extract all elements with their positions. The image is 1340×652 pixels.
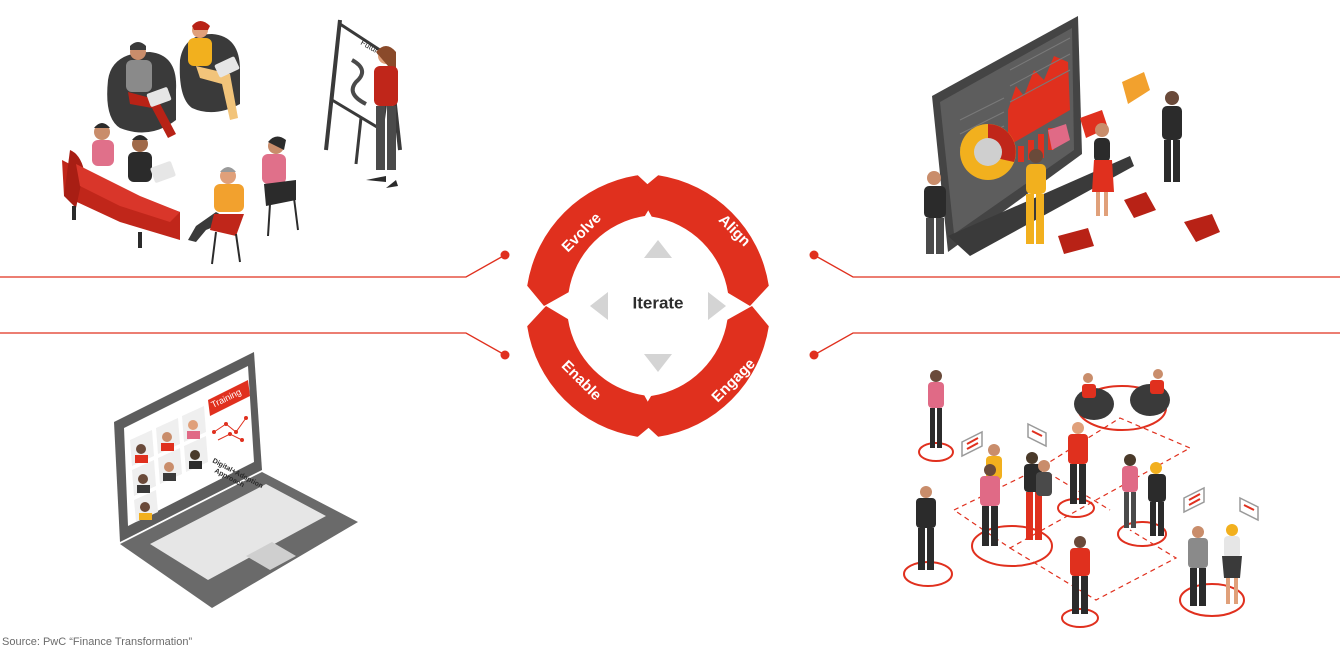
- cycle-ring: [527, 175, 769, 437]
- connector-dot-bottom-right: [809, 350, 819, 360]
- person-red-jacket: [1068, 422, 1088, 504]
- direction-arrows: [590, 240, 726, 372]
- beanbag-group: [1074, 369, 1170, 420]
- person-pair-right: [1122, 454, 1166, 536]
- red-sofa: [62, 150, 180, 248]
- cycle-segment-engage: [638, 306, 769, 437]
- person-red-dress: [1092, 123, 1114, 216]
- arrow-up-icon: [644, 240, 672, 258]
- people-network-illustration: [903, 369, 1259, 628]
- cycle-segment-enable: [527, 306, 658, 437]
- source-note: Source: PwC “Finance Transformation”: [2, 636, 193, 648]
- connector-bottom-left: [0, 332, 506, 356]
- person-presenter: [366, 46, 398, 188]
- person-black-shirt: [128, 135, 176, 183]
- connector-top-left: [0, 254, 506, 278]
- connector-dot-bottom-left: [500, 350, 510, 360]
- screen-grid: [959, 37, 1071, 149]
- person-pink-top: [928, 370, 944, 448]
- team-workshop-illustration: Future: [62, 19, 402, 265]
- person-grey-shirt: [126, 42, 176, 138]
- laptop-training-illustration: Training Digital+Adoption Approach: [114, 352, 358, 608]
- person-group-center: [980, 444, 1052, 546]
- cycle-center-label: Iterate: [632, 293, 683, 312]
- connector-dot-top-right: [809, 250, 819, 260]
- person-red-shirt-seated: [262, 136, 299, 237]
- connector-lines: [0, 254, 1340, 356]
- chat-bubble-icon: [961, 430, 983, 458]
- connector-bottom-right: [813, 332, 1340, 356]
- chat-bubble-icons: [961, 422, 1259, 522]
- connector-dots: [500, 250, 819, 360]
- chat-bubble-icon: [1027, 422, 1047, 448]
- person-black-suit: [1162, 91, 1182, 182]
- person-red-shirt-bottom: [1070, 536, 1090, 614]
- cycle-segment-evolve: [527, 175, 658, 306]
- laptop-trackpad: [246, 542, 296, 570]
- person-yellow-outfit: [1026, 149, 1046, 244]
- connector-dot-top-left: [500, 250, 510, 260]
- cycle-segment-align: [638, 175, 769, 306]
- network-nodes: [212, 416, 248, 442]
- arrow-right-icon: [708, 292, 726, 320]
- person-pair-bottom-right: [1188, 524, 1242, 606]
- arrow-left-icon: [590, 292, 608, 320]
- dashboard-illustration: [924, 16, 1220, 256]
- person-orange-shirt: [188, 167, 244, 265]
- person-yellow-shirt: [188, 21, 240, 120]
- laptop-keyboard: [150, 484, 326, 580]
- training-banner: [208, 380, 250, 416]
- person-suit-left: [916, 486, 936, 570]
- connector-top-right: [813, 254, 1340, 278]
- arrow-down-icon: [644, 354, 672, 372]
- chat-bubble-icon: [1239, 496, 1259, 522]
- person-pink-shirt: [92, 123, 114, 166]
- donut-chart: [960, 124, 1016, 180]
- floating-tiles: [1048, 72, 1220, 254]
- video-call-tiles: [130, 406, 208, 522]
- person-dark-jacket: [924, 171, 946, 254]
- chat-bubble-icon: [1183, 486, 1205, 514]
